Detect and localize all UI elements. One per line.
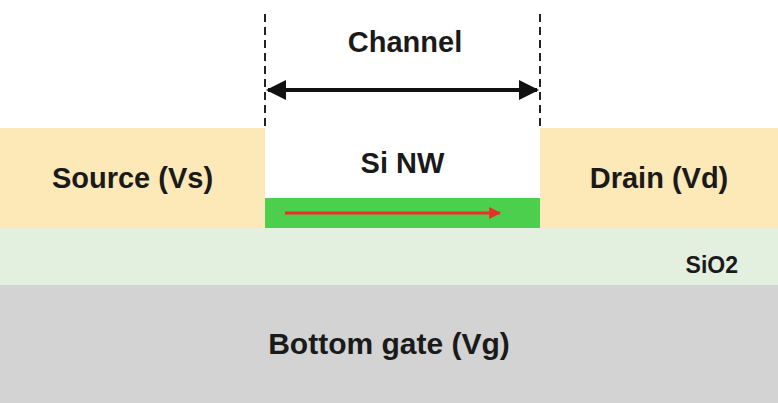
layer-label: SiO2 xyxy=(686,252,738,279)
oxide-layer: SiO2 xyxy=(0,228,778,285)
channel-boundary xyxy=(264,14,266,130)
source-electrode: Source (Vs) xyxy=(0,128,265,228)
layer-label: Si NW xyxy=(361,147,445,180)
gate-electrode: Bottom gate (Vg) xyxy=(0,285,778,403)
layer-label: Bottom gate (Vg) xyxy=(268,327,510,361)
drain-electrode: Drain (Vd) xyxy=(540,128,778,228)
channel-length-arrow xyxy=(268,88,537,92)
current-arrow xyxy=(285,212,500,215)
layer-label: Drain (Vd) xyxy=(590,162,729,195)
conduction-layer xyxy=(265,198,540,228)
channel-label: Channel xyxy=(344,26,466,59)
layer-label: Source (Vs) xyxy=(52,162,213,195)
nanowire-body: Si NW xyxy=(265,128,540,198)
channel-boundary xyxy=(539,14,541,130)
